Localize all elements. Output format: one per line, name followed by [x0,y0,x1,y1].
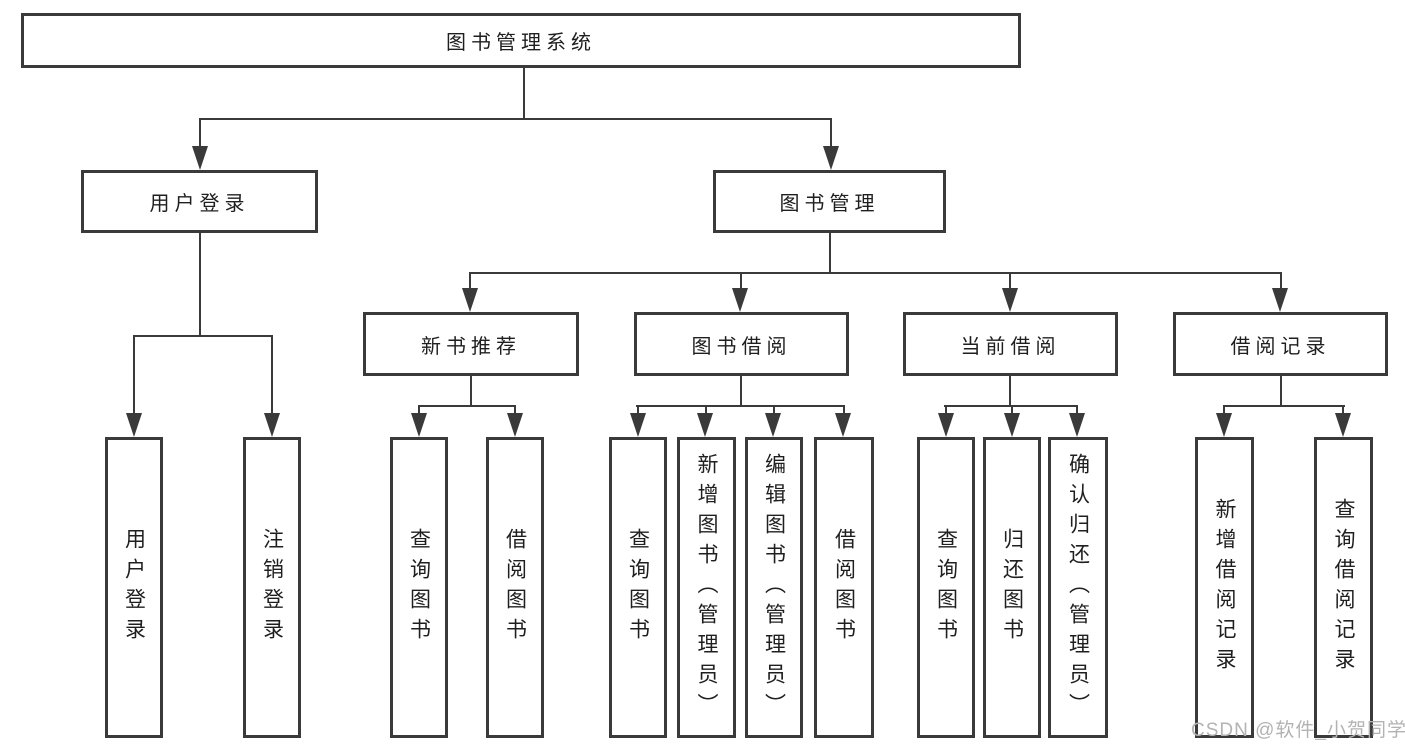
connector-line [1280,376,1282,407]
arrowhead-down-icon [835,413,851,437]
leaf-logout: 注销登录 [243,437,301,738]
arrowhead-down-icon [938,413,954,437]
connector-line [740,272,742,292]
csdn-watermark: CSDN @软件_小贺同学 [1191,720,1405,741]
leaf-label: 借阅图书 [832,527,856,648]
leaf-label: 新增借阅记录 [1213,497,1236,678]
leaf-label: 查询图书 [934,527,958,648]
connector-line [1009,376,1011,407]
connector-line [636,405,845,407]
connector-line [514,405,516,417]
arrowhead-down-icon [264,413,280,437]
connector-line [843,405,845,417]
leaf-user-login: 用户登录 [105,437,163,738]
connector-line [469,272,471,292]
arrowhead-down-icon [765,413,781,437]
connector-line [705,405,707,417]
node-book-borrowing: 图书借阅 [634,312,849,376]
arrowhead-down-icon [1272,288,1288,312]
connector-line [1076,405,1078,417]
arrowhead-down-icon [697,413,713,437]
node-user-login: 用户登录 [81,170,318,233]
connector-line [637,405,639,417]
connector-line [1009,272,1011,292]
connector-line [133,335,273,337]
connector-line [523,68,525,120]
leaf-label: 注销登录 [260,527,284,648]
connector-line [469,272,1282,274]
arrowhead-down-icon [1335,413,1351,437]
leaf-add-borrow-record: 新增借阅记录 [1195,437,1254,738]
arrowhead-down-icon [823,146,839,170]
leaf-search-books-newbooks: 查询图书 [390,437,448,738]
connector-line [830,118,832,150]
connector-line [1342,405,1344,417]
leaf-search-books-current: 查询图书 [917,437,975,738]
leaf-search-books-borrowing: 查询图书 [609,437,667,738]
node-book-management: 图书管理 [713,170,946,233]
connector-line [945,405,947,417]
connector-line [199,118,201,150]
connector-line [1280,272,1282,292]
arrowhead-down-icon [1002,288,1018,312]
leaf-add-books-admin: 新增图书（管理员） [677,437,736,738]
arrowhead-down-icon [126,413,142,437]
connector-line [1223,405,1345,407]
node-new-book-recommend: 新书推荐 [363,312,579,376]
leaf-label: 编辑图书（管理员） [762,452,786,723]
connector-line [829,233,831,274]
leaf-edit-books-admin: 编辑图书（管理员） [745,437,803,738]
leaf-label: 归还图书 [1000,527,1024,648]
leaf-label: 新增图书（管理员） [695,452,718,723]
connector-line [1011,405,1013,417]
leaf-confirm-return-admin: 确认归还（管理员） [1048,437,1108,738]
arrowhead-down-icon [630,413,646,437]
node-current-borrowing: 当前借阅 [903,312,1118,376]
connector-line [470,376,472,407]
connector-line [418,405,516,407]
arrowhead-down-icon [462,288,478,312]
arrowhead-down-icon [1216,413,1232,437]
leaf-label: 查询借阅记录 [1332,497,1355,678]
leaf-search-borrow-record: 查询借阅记录 [1314,437,1373,738]
connector-line [199,233,201,337]
leaf-label: 查询图书 [626,527,650,648]
arrowhead-down-icon [411,413,427,437]
connector-line [418,405,420,417]
connector-line [1223,405,1225,417]
arrowhead-down-icon [507,413,523,437]
leaf-borrow-books-newbooks: 借阅图书 [486,437,544,738]
arrowhead-down-icon [1004,413,1020,437]
connector-line [199,118,832,120]
leaf-label: 用户登录 [122,527,146,648]
leaf-borrow-books-borrowing: 借阅图书 [814,437,874,738]
leaf-label: 借阅图书 [503,527,527,648]
arrowhead-down-icon [1069,413,1085,437]
arrowhead-down-icon [192,146,208,170]
connector-line [133,335,135,417]
leaf-return-books: 归还图书 [983,437,1041,738]
arrowhead-down-icon [732,288,748,312]
connector-line [773,405,775,417]
connector-line [740,376,742,407]
leaf-label: 查询图书 [407,527,431,648]
node-root-system: 图书管理系统 [21,13,1021,68]
node-borrowing-records: 借阅记录 [1173,312,1388,376]
connector-line [271,335,273,417]
leaf-label: 确认归还（管理员） [1066,452,1090,723]
